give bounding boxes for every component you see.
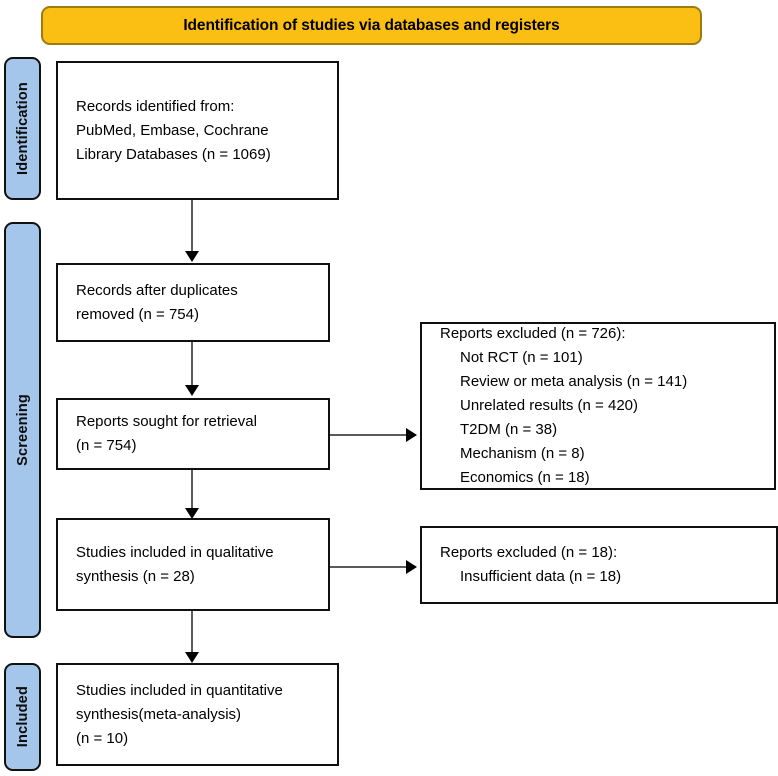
- box-quantitative-synthesis-content: Studies included in quantitative synthes…: [58, 679, 337, 751]
- stage-label-screening-text: Screening: [14, 394, 31, 466]
- box-reports-excluded-screening-reason-2: Review or meta analysis (n = 141): [460, 373, 688, 390]
- box-quantitative-synthesis-line-2: synthesis(meta-analysis): [76, 705, 242, 723]
- box-quantitative-synthesis: Studies included in quantitative synthes…: [56, 663, 339, 766]
- box-reports-excluded-screening-reason-1: Not RCT (n = 101): [460, 349, 583, 366]
- box-qualitative-synthesis-line-1: Studies included in qualitative: [76, 543, 274, 561]
- connector-qualitative-to-quantitative-line: [191, 611, 193, 657]
- diagram-title: Identification of studies via databases …: [183, 16, 560, 34]
- box-reports-excluded-screening: Reports excluded (n = 726): Not RCT (n =…: [420, 322, 776, 490]
- box-reports-excluded-screening-content: Reports excluded (n = 726): Not RCT (n =…: [422, 322, 774, 490]
- stage-label-included: Included: [4, 663, 41, 771]
- connector-qualitative-to-quantitative-arrowhead: [185, 652, 199, 663]
- connector-qualitative-to-excluded-line: [330, 566, 410, 568]
- box-reports-excluded-eligibility-heading: Reports excluded (n = 18):: [440, 544, 618, 561]
- box-reports-sought: Reports sought for retrieval (n = 754): [56, 398, 330, 470]
- connector-qualitative-to-excluded-arrowhead: [406, 560, 417, 574]
- box-records-identified-content: Records identified from: PubMed, Embase,…: [58, 95, 337, 167]
- box-records-after-duplicates-content: Records after duplicates removed (n = 75…: [58, 279, 328, 327]
- box-records-identified-line-3: Library Databases (n = 1069): [76, 145, 271, 163]
- box-qualitative-synthesis-content: Studies included in qualitative synthesi…: [58, 541, 328, 589]
- connector-sought-to-qualitative-arrowhead: [185, 508, 199, 519]
- stage-label-screening: Screening: [4, 222, 41, 638]
- box-reports-sought-content: Reports sought for retrieval (n = 754): [58, 410, 328, 458]
- box-reports-excluded-screening-heading: Reports excluded (n = 726):: [440, 325, 626, 342]
- box-reports-excluded-screening-reason-4: T2DM (n = 38): [460, 421, 558, 438]
- box-records-after-duplicates-line-1: Records after duplicates: [76, 281, 238, 299]
- box-records-identified-line-1: Records identified from:: [76, 97, 235, 115]
- connector-identified-to-duplicates-arrowhead: [185, 251, 199, 262]
- box-qualitative-synthesis: Studies included in qualitative synthesi…: [56, 518, 330, 611]
- connector-duplicates-to-sought-arrowhead: [185, 385, 199, 396]
- connector-sought-to-excluded-line: [330, 434, 410, 436]
- box-reports-excluded-eligibility-content: Reports excluded (n = 18): Insufficient …: [422, 541, 776, 589]
- box-reports-sought-line-2: (n = 754): [76, 437, 137, 454]
- box-records-identified: Records identified from: PubMed, Embase,…: [56, 61, 339, 200]
- box-reports-excluded-eligibility: Reports excluded (n = 18): Insufficient …: [420, 526, 778, 604]
- box-quantitative-synthesis-line-3: (n = 10): [76, 729, 129, 747]
- box-records-after-duplicates-line-2: removed (n = 754): [76, 305, 199, 323]
- stage-label-identification: Identification: [4, 57, 41, 200]
- connector-sought-to-excluded-arrowhead: [406, 428, 417, 442]
- box-reports-excluded-screening-reason-6: Economics (n = 18): [460, 469, 590, 486]
- connector-duplicates-to-sought-line: [191, 342, 193, 390]
- connector-identified-to-duplicates-line: [191, 200, 193, 257]
- box-records-identified-line-2: PubMed, Embase, Cochrane: [76, 121, 269, 139]
- box-records-after-duplicates: Records after duplicates removed (n = 75…: [56, 263, 330, 342]
- box-reports-excluded-screening-reason-3: Unrelated results (n = 420): [460, 397, 639, 414]
- box-reports-sought-line-1: Reports sought for retrieval: [76, 413, 257, 430]
- stage-label-included-text: Included: [14, 686, 31, 748]
- box-reports-excluded-screening-reason-5: Mechanism (n = 8): [460, 445, 585, 462]
- box-quantitative-synthesis-line-1: Studies included in quantitative: [76, 681, 283, 699]
- connector-sought-to-qualitative-line: [191, 470, 193, 515]
- stage-label-identification-text: Identification: [14, 81, 31, 176]
- box-reports-excluded-eligibility-reason-1: Insufficient data (n = 18): [460, 568, 622, 585]
- box-qualitative-synthesis-line-2: synthesis (n = 28): [76, 567, 195, 585]
- diagram-title-banner: Identification of studies via databases …: [41, 6, 702, 45]
